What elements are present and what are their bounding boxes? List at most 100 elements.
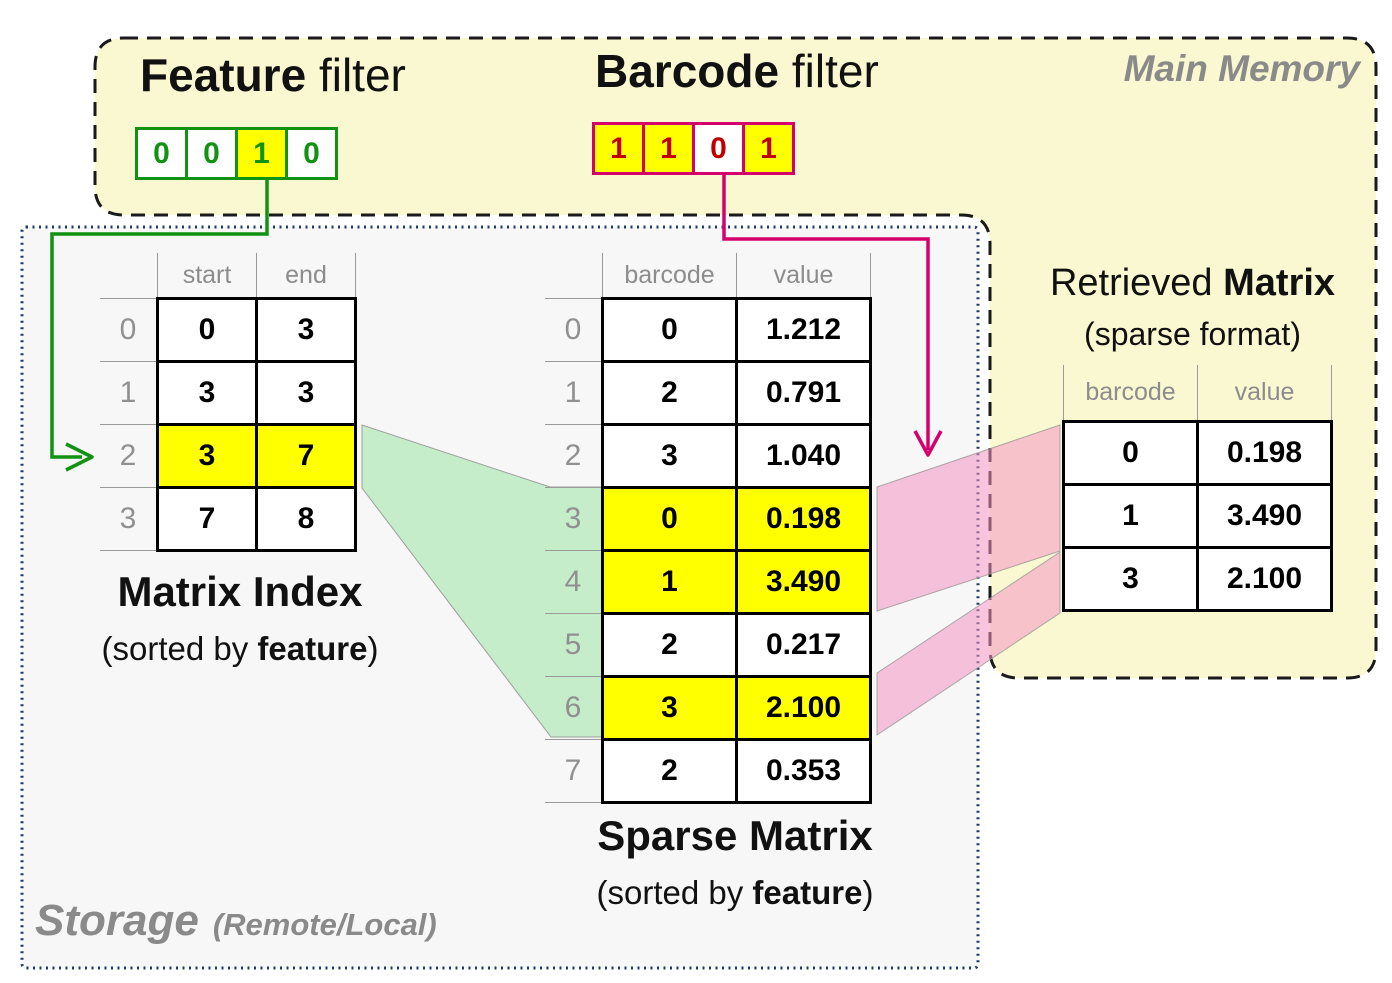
- matrix-index-title: Matrix Index: [117, 568, 363, 615]
- row-index: 2: [545, 424, 603, 488]
- table-cell: 3.490: [1196, 483, 1333, 549]
- table-cell: 3: [255, 297, 357, 363]
- storage-label-detail: (Remote/Local): [212, 907, 437, 942]
- row-index: 4: [545, 550, 603, 614]
- retrieval-band-upper: [876, 424, 1061, 612]
- matrix-index-subtitle: (sorted by feature): [70, 630, 410, 668]
- retrieved-matrix-title: Retrieved Matrix: [1020, 262, 1365, 305]
- row-index: 3: [100, 487, 158, 551]
- column-header: start: [157, 253, 257, 299]
- column-header: value: [1197, 365, 1332, 422]
- retrieved-matrix-title-bold: Matrix: [1223, 262, 1336, 304]
- feature-filter-title-bold: Feature: [140, 49, 307, 101]
- table-cell: 1: [601, 549, 738, 615]
- table-cell: 7: [156, 486, 258, 552]
- table-cell: 2.100: [735, 675, 872, 741]
- row-index: 1: [545, 361, 603, 425]
- row-index: 5: [545, 613, 603, 677]
- row-index: 2: [100, 424, 158, 488]
- storage-label-main: Storage: [35, 896, 199, 945]
- row-index: 3: [545, 487, 603, 551]
- column-header: end: [256, 253, 356, 299]
- row-index: 0: [545, 298, 603, 362]
- table-cell: 3: [255, 360, 357, 426]
- barcode-filter-title: Barcode filter: [595, 44, 879, 98]
- feature-filter-title: Feature filter: [140, 48, 406, 102]
- table-cell: 3: [1062, 546, 1199, 612]
- row-index: 1: [100, 361, 158, 425]
- sparse-matrix-subtitle: (sorted by feature): [565, 874, 905, 912]
- filter-cell: 0: [185, 127, 238, 180]
- retrieval-band-lower: [876, 551, 1061, 736]
- table-cell: 3: [156, 423, 258, 489]
- filter-cell: 1: [742, 122, 795, 175]
- retrieved-matrix-title-prefix: Retrieved: [1049, 262, 1224, 304]
- filter-cell: 1: [642, 122, 695, 175]
- feature-filter-arrowhead-icon: [65, 442, 94, 472]
- matrix-index-subtitle-suffix: ): [367, 630, 379, 667]
- table-cell: 0: [1062, 420, 1199, 486]
- column-header: barcode: [1063, 365, 1198, 422]
- barcode-filter-title-rest: filter: [779, 45, 879, 97]
- row-index: 0: [100, 298, 158, 362]
- table-cell: 0: [156, 297, 258, 363]
- table-cell: 1.212: [735, 297, 872, 363]
- column-header: barcode: [602, 253, 737, 299]
- barcode-filter-arrow: [722, 175, 930, 450]
- sparse-matrix-title: Sparse Matrix: [597, 812, 873, 859]
- filter-cell: 1: [592, 122, 645, 175]
- barcode-filter-arrowhead-icon: [913, 430, 943, 457]
- table-cell: 2: [601, 360, 738, 426]
- table-cell: 7: [255, 423, 357, 489]
- table-cell: 2.100: [1196, 546, 1333, 612]
- table-cell: 0.791: [735, 360, 872, 426]
- matrix-index-subtitle-bold: feature: [257, 630, 368, 667]
- table-cell: 0.198: [735, 486, 872, 552]
- row-index: 7: [545, 739, 603, 803]
- sparse-matrix-subtitle-bold: feature: [752, 874, 863, 911]
- feature-filter-title-rest: filter: [306, 49, 406, 101]
- table-cell: 8: [255, 486, 357, 552]
- row-index: 6: [545, 676, 603, 740]
- filter-cell: 1: [235, 127, 288, 180]
- filter-cell: 0: [692, 122, 745, 175]
- sparse-matrix-subtitle-prefix: (sorted by: [596, 874, 753, 911]
- table-cell: 2: [601, 612, 738, 678]
- table-cell: 0: [601, 486, 738, 552]
- table-cell: 3: [601, 423, 738, 489]
- table-cell: 1.040: [735, 423, 872, 489]
- filter-cell: 0: [135, 127, 188, 180]
- table-cell: 3: [156, 360, 258, 426]
- table-cell: 0.198: [1196, 420, 1333, 486]
- table-cell: 2: [601, 738, 738, 804]
- column-header: value: [736, 253, 871, 299]
- matrix-index-subtitle-prefix: (sorted by: [101, 630, 258, 667]
- barcode-filter-title-bold: Barcode: [595, 45, 780, 97]
- row-index-gutter: [545, 253, 603, 299]
- table-cell: 0: [601, 297, 738, 363]
- main-memory-label: Main Memory: [1123, 48, 1360, 89]
